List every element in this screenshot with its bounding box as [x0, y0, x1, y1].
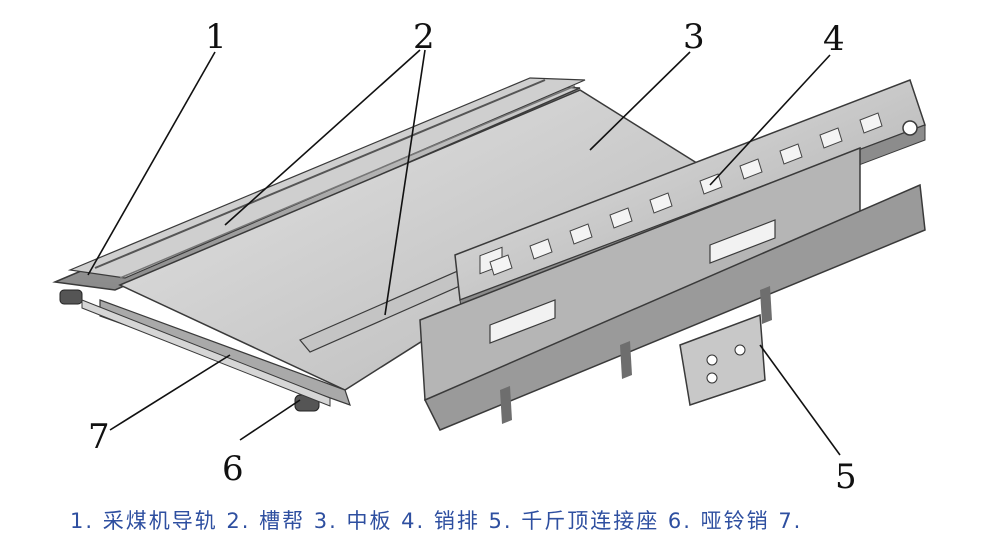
- callout-2: 2: [413, 17, 435, 57]
- callout-4: 4: [823, 19, 845, 59]
- front-bar: [81, 299, 331, 407]
- side-plate: [419, 146, 861, 402]
- rack-teeth: [489, 112, 883, 276]
- callout-7: 7: [88, 417, 110, 457]
- leader-lines: [87, 49, 841, 456]
- callout-3: 3: [683, 17, 705, 57]
- jack-connecting-seat: [679, 313, 766, 406]
- figure-caption: 1. 采煤机导轨 2. 槽帮 3. 中板 4. 销排 5. 千斤顶连接座 6. …: [70, 509, 803, 533]
- callout-1: 1: [205, 17, 227, 57]
- scraper-conveyor-trough-diagram: 1 2 3 4 5 6 7: [52, 17, 926, 497]
- callout-6: 6: [222, 449, 244, 489]
- callout-5: 5: [835, 457, 857, 497]
- guide-rail: [52, 77, 586, 291]
- dumbbell-pin-left: [59, 289, 83, 305]
- lower-frame: [423, 183, 926, 431]
